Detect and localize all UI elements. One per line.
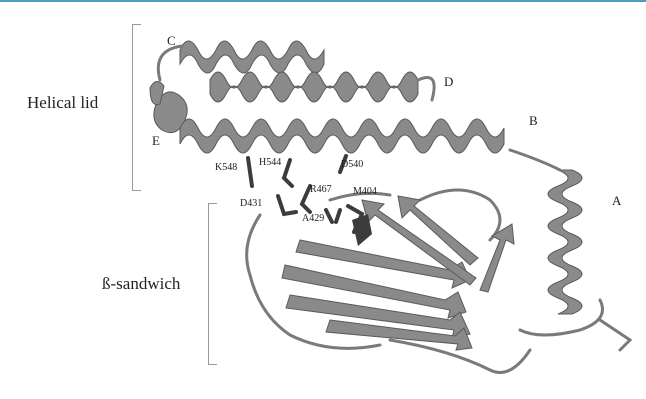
residue-label-h544: H544	[259, 157, 281, 168]
helix-label-b: B	[529, 113, 538, 129]
residue-label-r467: R467	[310, 184, 332, 195]
helix-label-c: C	[167, 33, 176, 49]
residue-label-d540: D540	[341, 159, 363, 170]
residue-label-m404: M404	[353, 186, 377, 197]
residue-label-a429: A429	[302, 213, 324, 224]
helix-d	[210, 72, 418, 102]
strand-6	[480, 224, 514, 292]
helix-c	[180, 41, 324, 73]
helix-a	[548, 170, 582, 314]
helix-label-a: A	[612, 193, 621, 209]
helix-label-e: E	[152, 133, 160, 149]
helix-b	[180, 119, 504, 153]
residue-label-d431: D431	[240, 198, 262, 209]
helix-label-d: D	[444, 74, 453, 90]
residue-label-k548: K548	[215, 162, 237, 173]
helical-lid-label: Helical lid	[27, 93, 98, 113]
sandwich-label: ß-sandwich	[102, 274, 180, 294]
